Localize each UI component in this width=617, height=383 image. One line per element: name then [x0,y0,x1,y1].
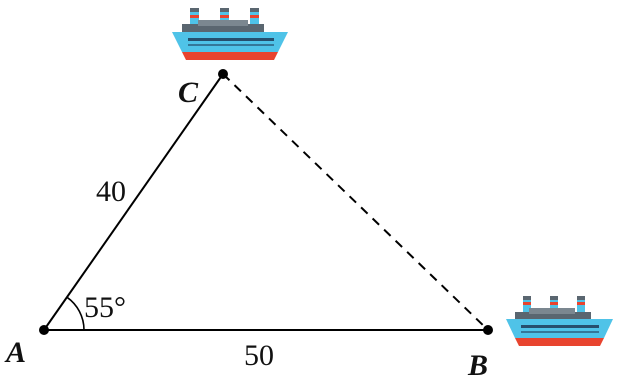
vertex-dot-a [39,325,49,335]
side-ac-length: 40 [96,175,126,208]
ship-icon [172,8,288,60]
vertex-dot-b [483,325,493,335]
side-ac [43,73,224,331]
angle-arc-a [66,296,85,331]
vertex-label-b: B [467,349,488,382]
angle-a-measure: 55° [84,291,126,324]
side-ab-length: 50 [244,339,274,372]
vertex-label-a: A [4,336,26,369]
side-bc-dashed [222,73,489,331]
vertex-label-c: C [178,76,199,109]
ship-icon [506,296,613,346]
vertex-dot-c [218,69,228,79]
